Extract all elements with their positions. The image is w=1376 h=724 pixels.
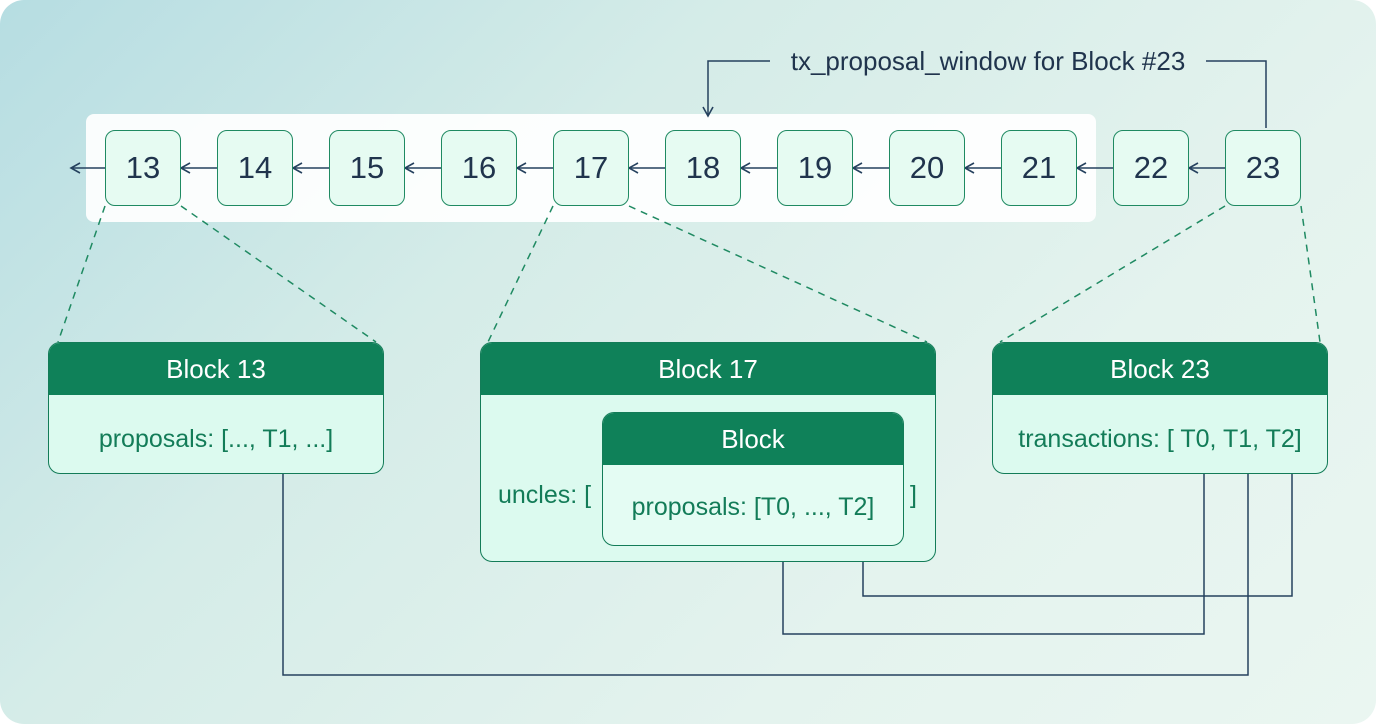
uncle-block-title: Block — [603, 413, 903, 465]
chain-block-18: 18 — [665, 130, 741, 206]
window-bracket-left — [702, 60, 770, 118]
chain-block-22: 22 — [1113, 130, 1189, 206]
chain-block-17: 17 — [553, 130, 629, 206]
chain-block-15: 15 — [329, 130, 405, 206]
chain-block-23: 23 — [1225, 130, 1301, 206]
chain-block-14: 14 — [217, 130, 293, 206]
chain-block-19: 19 — [777, 130, 853, 206]
block-13-card: Block 13 proposals: [..., T1, ...] — [48, 342, 384, 474]
ref-line-T1 — [278, 457, 1253, 676]
block-23-transactions: transactions: [ T0, T1, T2] — [1018, 425, 1302, 453]
chain-block-21: 21 — [1001, 130, 1077, 206]
block-17-title: Block 17 — [481, 343, 935, 395]
proposal-window-label: tx_proposal_window for Block #23 — [790, 45, 1186, 76]
uncles-close-bracket: ] — [910, 481, 917, 509]
reference-lines — [278, 456, 1297, 676]
zoom-lines — [57, 205, 1321, 343]
zoom-line-23-right — [1300, 205, 1321, 343]
zoom-line-13-right — [180, 205, 377, 343]
block-23-card: Block 23 transactions: [ T0, T1, T2] — [992, 342, 1328, 474]
block-13-title: Block 13 — [49, 343, 383, 395]
ref-line-T0 — [778, 456, 1209, 635]
zoom-line-17-left — [487, 205, 554, 343]
block-23-title: Block 23 — [993, 343, 1327, 395]
uncles-label: uncles: [ — [498, 481, 592, 509]
chain-block-20: 20 — [889, 130, 965, 206]
zoom-line-13-left — [57, 205, 106, 343]
chain-block-16: 16 — [441, 130, 517, 206]
window-bracket — [702, 60, 1267, 128]
window-bracket-right — [1206, 60, 1267, 128]
zoom-line-23-left — [999, 205, 1226, 343]
chain-block-13: 13 — [105, 130, 181, 206]
ref-line-T2 — [858, 458, 1297, 597]
block-13-proposals: proposals: [..., T1, ...] — [98, 425, 334, 453]
zoom-line-17-right — [628, 205, 928, 343]
uncle-block-card: Block proposals: [T0, ..., T2] — [602, 412, 904, 546]
uncle-block-proposals: proposals: [T0, ..., T2] — [631, 493, 875, 521]
